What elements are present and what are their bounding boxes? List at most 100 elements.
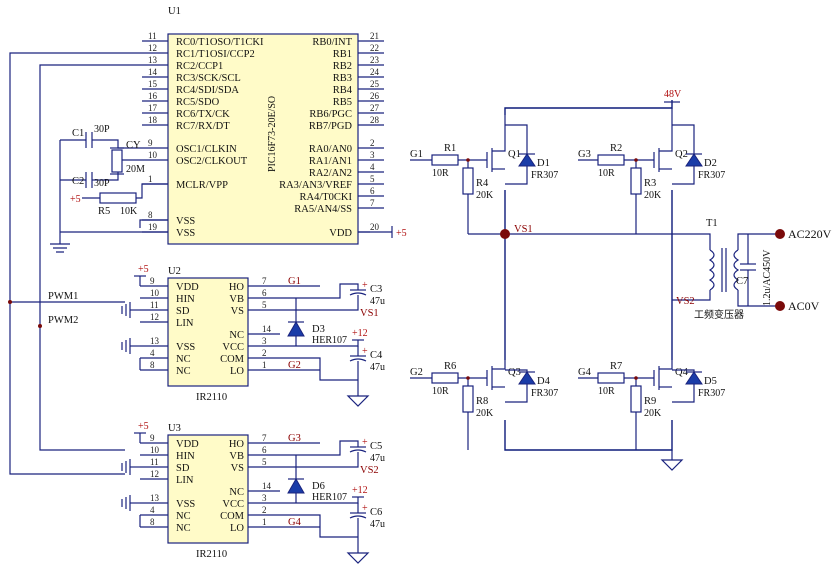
driver-pin-number: 3 [262,336,267,346]
driver-pin-number: 4 [150,348,155,358]
leg-diode-val: FR307 [698,388,725,399]
driver-pin-name: VCC [222,499,244,510]
leg-diode-ref: D5 [704,376,717,387]
leg-gate-node [466,158,470,162]
leg-gate-net: G4 [578,367,592,378]
leg-gate-net: G2 [410,367,423,378]
u1-pin-number: 10 [148,150,158,160]
c7-val: 1.2u/AC450V [762,249,773,306]
pwm2-label: PWM2 [48,315,78,326]
u1-pin-name: RC0/T1OSO/T1CKI [176,37,264,48]
u1-pin-number: 12 [148,43,157,53]
driver-pin-number: 5 [262,300,267,310]
leg-gate-resistor-val: 10R [598,168,615,179]
transformer-t1: T1 工频变压器 C7 1.2u/AC450V AC220V AC0V [694,218,832,321]
leg-diode-val: FR307 [531,388,558,399]
t1-ref: T1 [706,218,718,229]
driver-pin-name: LO [230,366,244,377]
leg-freewheel-diode [518,153,536,167]
leg-freewheel-diode [685,371,703,385]
pwm1-label: PWM1 [48,291,78,302]
driver-pin-number: 2 [262,348,267,358]
driver-pin-name: VSS [176,499,195,510]
leg-gate-net: G3 [578,149,591,160]
driver-pin-number: 9 [150,433,155,443]
plus-mark: + [362,346,368,357]
driver-pin-number: 11 [150,300,159,310]
u1-pin-name: RA4/T0CKI [300,192,353,203]
driver-pin-name: COM [220,354,245,365]
driver-boot-cap-val: 47u [370,453,385,464]
u1-pin-name: RB4 [333,85,353,96]
r5-supply: +5 [70,194,81,205]
driver-pin-name: HO [229,282,245,293]
driver-pin-name: LIN [176,318,194,329]
c1-ref: C1 [72,128,84,139]
leg-gate-resistor-val: 10R [432,386,449,397]
driver-pin-number: 5 [262,457,267,467]
driver-pin-number: 13 [150,493,160,503]
u1-pin-number: 27 [370,103,380,113]
u1-pin-name: RB7/PGD [309,121,353,132]
driver-pin-name: HIN [176,294,195,305]
u1-pin-name: RA2/AN2 [309,168,352,179]
leg-gate-resistor-ref: R1 [444,143,456,154]
driver-pin-number: 12 [150,312,159,322]
driver-pin-name: VB [229,294,244,305]
driver-vs-net: VS2 [360,465,379,476]
leg-gate-resistor-ref: R2 [610,143,622,154]
leg-gate-pulldown [630,385,642,413]
u1-pin-name: RB0/INT [312,37,352,48]
leg-gate-resistor [597,154,625,166]
driver-pin-name: NC [176,366,191,377]
u1-pin-name: RA1/AN1 [309,156,352,167]
leg-gate-net: G1 [410,149,423,160]
leg-diode-ref: D4 [537,376,551,387]
leg-pulldown-ref: R3 [644,178,656,189]
c2-ref: C2 [72,176,84,187]
u1-part: PIC16F73-20E/SO [267,96,278,172]
driver-vdd-label: +5 [138,421,149,432]
driver-lo-net: G2 [288,360,301,371]
leg-gate-resistor [431,372,459,384]
driver-ref: U2 [168,266,181,277]
u1-pin-number: 7 [370,198,375,208]
plus-mark: + [362,503,368,514]
driver-boot-cap-val: 47u [370,296,385,307]
u1-pin-name: VDD [329,228,352,239]
u1-pin-number: 4 [370,162,375,172]
driver-body [167,277,249,387]
ac220v-label: AC220V [788,227,832,241]
driver-pin-name: NC [229,330,244,341]
u1-body [167,33,359,245]
u1-pin-number: 20 [370,222,380,232]
u1-pin-number: 11 [148,31,157,41]
driver-ref: U3 [168,423,181,434]
vs2-label: VS2 [676,296,695,307]
driver-pin-number: 3 [262,493,267,503]
u1-pin-name: RC1/T1OSI/CCP2 [176,49,255,60]
u1-ground-symbol [50,236,70,253]
u1-pin-number: 23 [370,55,380,65]
driver-pin-name: VSS [176,342,195,353]
u1-microcontroller: U1 PIC16F73-20E/SO 11RC0/T1OSO/T1CKI12RC… [142,6,384,245]
leg-mosfet-ref: Q1 [508,149,521,160]
plus-mark: + [362,437,368,448]
driver-pin-name: COM [220,511,245,522]
driver-pin-number: 6 [262,288,267,298]
driver-vcc-cap-ref: C6 [370,507,382,518]
u1-pin-number: 9 [148,138,153,148]
driver-pin-name: HO [229,439,245,450]
